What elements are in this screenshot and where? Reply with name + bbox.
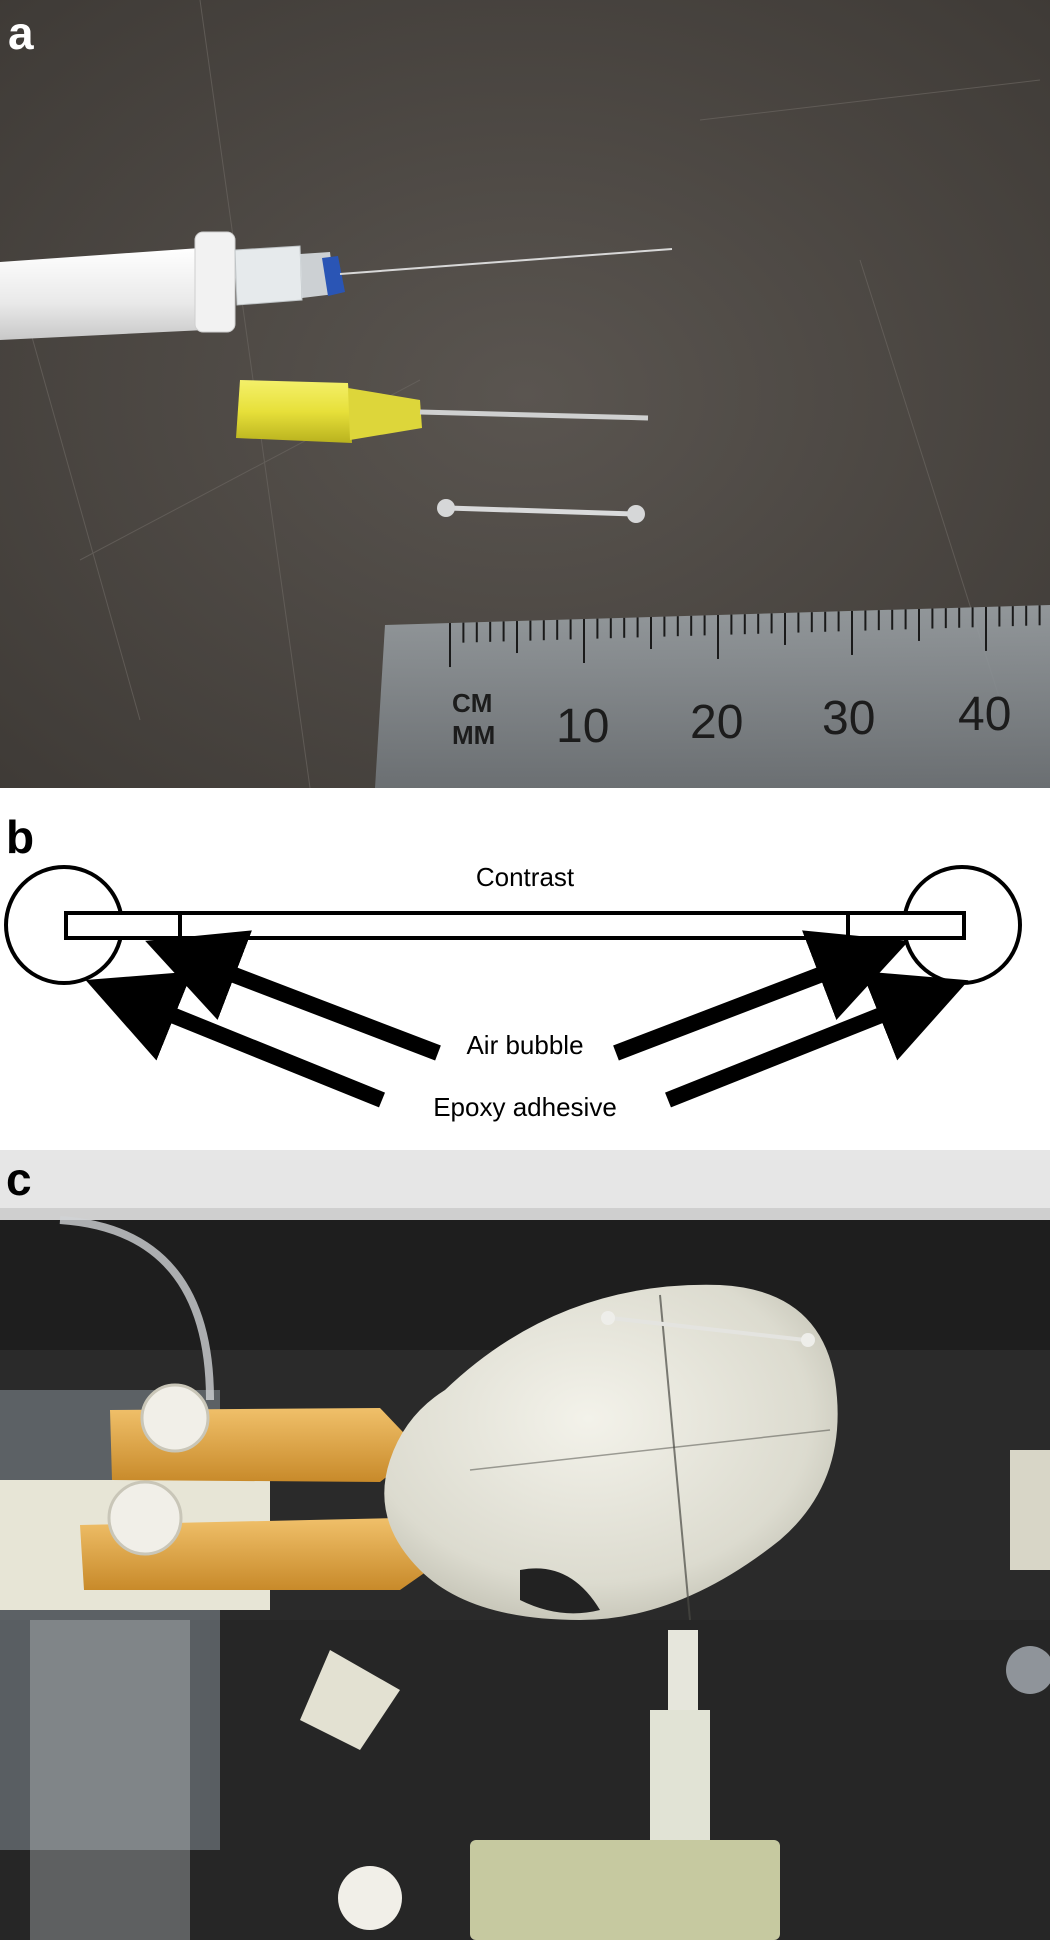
ruler-number-10: 10	[556, 700, 609, 753]
ruler-unit-cm: CM	[452, 688, 492, 718]
arrow-air-bubble-left	[145, 930, 441, 1061]
panel-label-b: b	[6, 811, 35, 863]
arrow-air-bubble-right	[613, 930, 909, 1061]
syringe	[0, 231, 673, 340]
ruler-number-20: 20	[690, 696, 743, 749]
panel-c-photo: c	[0, 1150, 1050, 1940]
ruler-unit-mm: MM	[452, 720, 495, 750]
label-epoxy-adhesive: Epoxy adhesive	[433, 1092, 617, 1122]
photo-skull-phantom	[0, 1150, 1050, 1940]
panel-a-photo: CM MM 10 20 30 40 a	[0, 0, 1050, 788]
panel-label-a: a	[8, 7, 34, 59]
capillary-tube	[64, 911, 966, 940]
ruler-number-30: 30	[822, 692, 875, 745]
arrow-epoxy-left	[85, 971, 386, 1108]
label-air-bubble: Air bubble	[466, 1030, 583, 1060]
glass-capillary	[437, 499, 645, 523]
ruler: CM MM 10 20 30 40	[375, 605, 1050, 788]
yellow-needle	[236, 380, 649, 443]
panel-b-diagram: b Contrast Air bubble Epoxy adhesive	[0, 800, 1050, 1150]
ruler-number-40: 40	[958, 688, 1011, 741]
label-contrast: Contrast	[476, 862, 575, 892]
arrow-epoxy-right	[665, 971, 969, 1108]
panel-label-c: c	[6, 1153, 32, 1205]
capillary-schematic: Contrast Air bubble Epoxy adhesive	[4, 862, 1022, 1122]
photo-syringe-needle-capillary: CM MM 10 20 30 40	[0, 0, 1050, 788]
